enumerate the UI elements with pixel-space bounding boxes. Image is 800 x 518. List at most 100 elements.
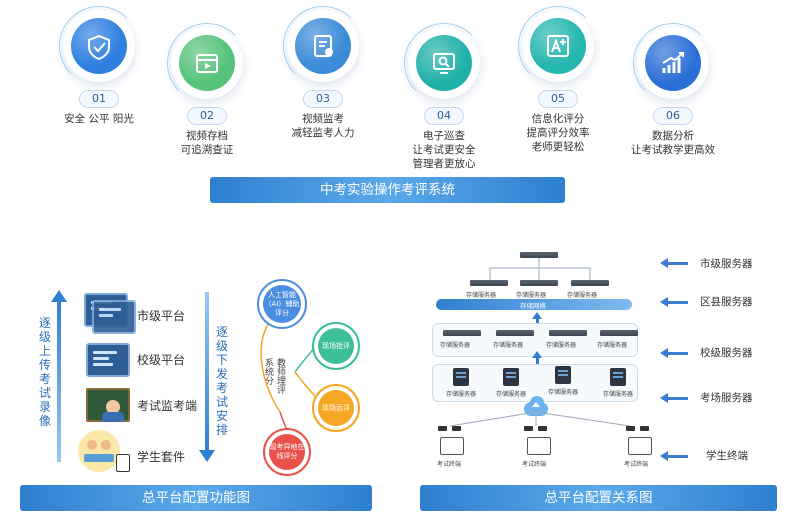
district-rack-1	[470, 280, 508, 286]
blackboard-teacher-icon	[86, 388, 130, 422]
level-arrow-4	[660, 393, 688, 403]
left-banner: 总平台配置功能图	[20, 485, 372, 511]
camera-icon-1	[438, 426, 447, 431]
feature-title: 电子巡查	[423, 130, 465, 142]
level-arrow-3	[660, 348, 688, 358]
camera-icon-3	[524, 426, 533, 431]
up-text: 逐级上传考试录像	[38, 316, 51, 428]
feature-title: 视频监考	[302, 113, 344, 125]
terminal-links	[449, 411, 631, 427]
down-arrow	[199, 292, 215, 462]
feature-subtitle: 提高评分效率	[526, 127, 590, 139]
exam-label-3: 存储服务器	[548, 389, 579, 396]
terminal-label-1: 考试终端	[437, 461, 462, 468]
level-arrow-5	[660, 451, 688, 461]
level-label-student: 学生终端	[706, 450, 748, 462]
exam-server-2	[503, 368, 519, 386]
exam-server-1	[453, 368, 469, 386]
district-label-2: 存储服务器	[516, 292, 547, 299]
a-plus-edit-icon	[530, 18, 586, 74]
school-label-4: 存储服务器	[597, 342, 628, 349]
camera-icon-2	[452, 426, 461, 431]
storage-network-bar: 存储网络	[436, 299, 632, 310]
storage-network-label: 存储网络	[520, 302, 546, 310]
feature-ring	[167, 23, 247, 103]
platform-label-proctor: 考试监考端	[137, 399, 198, 413]
main-banner: 中考实验操作考评系统	[210, 177, 565, 203]
student-kit-icon	[78, 430, 120, 472]
school-label-1: 存储服务器	[440, 342, 471, 349]
document-monitor-icon	[295, 18, 351, 74]
feature-subtitle: 让考试更安全	[412, 144, 476, 156]
level-label-district: 区县服务器	[700, 296, 753, 308]
feature-item-05: 05 信息化评分提高评分效率老师更轻松	[503, 6, 613, 154]
district-rack-2	[520, 280, 558, 286]
terminal-3	[628, 437, 652, 455]
terminal-2	[527, 437, 551, 455]
feature-subtitle: 减轻监考人力	[291, 127, 355, 139]
feature-subtitle: 管理者更放心	[412, 158, 476, 170]
bubble-ai: 人工智能（AI）辅助评分	[257, 279, 307, 329]
exam-server-3	[555, 366, 571, 384]
feature-ring	[404, 23, 484, 103]
exam-label-4: 存储服务器	[603, 391, 634, 398]
feature-number: 03	[303, 90, 343, 108]
school-rack-4	[600, 330, 638, 336]
district-label-3: 存储服务器	[567, 292, 598, 299]
feature-number: 06	[653, 107, 693, 125]
school-platform-icon	[86, 343, 130, 377]
city-platform-icon-back	[92, 300, 136, 334]
exam-label-2: 存储服务器	[496, 391, 527, 398]
bar-growth-icon	[645, 35, 701, 91]
terminal-label-2: 考试终端	[522, 461, 547, 468]
terminal-1	[440, 437, 464, 455]
level-label-school: 校级服务器	[700, 347, 753, 359]
bubble-onsite: 现场批评	[312, 322, 360, 370]
right-banner: 总平台配置关系图	[420, 485, 777, 511]
shield-check-icon	[71, 18, 127, 74]
platform-label-student: 学生套件	[137, 450, 186, 464]
camera-icon-4	[538, 426, 547, 431]
city-server-rack	[520, 252, 558, 258]
feature-title: 安全 公平 阳光	[64, 113, 134, 125]
feature-number: 02	[187, 107, 227, 125]
city-links	[489, 258, 591, 280]
terminal-label-3: 考试终端	[624, 461, 649, 468]
feature-title: 信息化评分	[531, 113, 585, 125]
feature-ring	[59, 6, 139, 86]
level-label-exam: 考场服务器	[700, 392, 753, 404]
district-rack-3	[571, 280, 609, 286]
school-label-2: 存储服务器	[493, 342, 524, 349]
monitor-search-icon	[416, 35, 472, 91]
platform-label-city: 市级平台	[137, 309, 186, 323]
feature-item-01: 01 安全 公平 阳光	[44, 6, 154, 126]
up-arrow	[51, 290, 67, 462]
teacher-text: 教师理评系统分	[263, 358, 285, 394]
school-rack-1	[443, 330, 481, 336]
bubble-remote: 现场远评	[312, 384, 360, 432]
feature-number: 05	[538, 90, 578, 108]
school-rack-3	[549, 330, 587, 336]
exam-label-1: 存储服务器	[446, 391, 477, 398]
feature-ring	[633, 23, 713, 103]
exam-server-4	[610, 368, 626, 386]
level-arrow-1	[660, 258, 688, 268]
feature-item-03: 03 视频监考减轻监考人力	[268, 6, 378, 140]
level-arrow-2	[660, 297, 688, 307]
platform-label-school: 校级平台	[137, 353, 186, 367]
district-label-1: 存储服务器	[466, 292, 497, 299]
feature-number: 01	[79, 90, 119, 108]
feature-subtitle: 可追溯查证	[180, 144, 234, 156]
level-label-city: 市级服务器	[700, 258, 753, 270]
school-rack-2	[496, 330, 534, 336]
up-arrow-2	[532, 351, 542, 366]
bubble-offsite: 现考异地在线评分	[263, 428, 311, 476]
camera-icon-6	[640, 426, 649, 431]
tablet-icon	[116, 454, 130, 472]
up-arrow-1	[532, 312, 542, 327]
camera-icon-5	[626, 426, 635, 431]
feature-subtitle: 老师更轻松	[531, 141, 585, 153]
